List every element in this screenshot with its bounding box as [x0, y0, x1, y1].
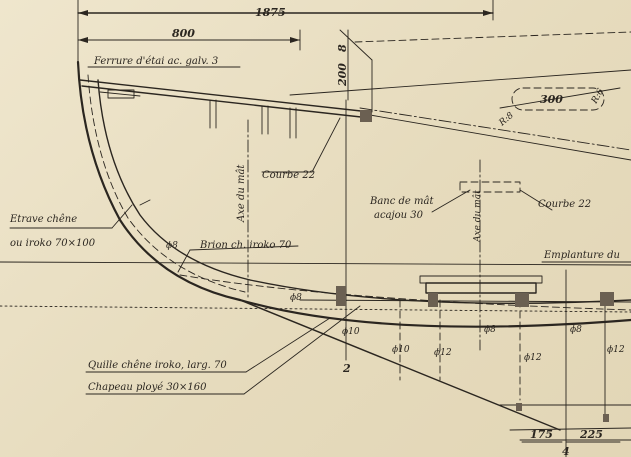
- dimension-200: 8 200: [336, 29, 373, 113]
- label-keel-cap: Chapeau ployé 30×160: [88, 382, 207, 393]
- dim-225-text: 225: [579, 428, 603, 441]
- dim-175-text: 175: [530, 428, 553, 441]
- label-phi8-stem: ϕ8: [166, 241, 178, 251]
- label-knee-22-upper: Courbe 22: [262, 170, 315, 181]
- label-wale: Brion ch. iroko 70: [199, 240, 292, 251]
- slot-300: 300 R:8 R:6: [497, 87, 621, 129]
- stem: [76, 60, 251, 302]
- keel-lines: [179, 274, 631, 441]
- dimension-1875: 1875: [77, 0, 494, 63]
- stations: [247, 99, 606, 457]
- dim-800-text: 800: [172, 27, 195, 40]
- label-keel: Quille chêne iroko, larg. 70: [88, 360, 227, 371]
- bottom-dimensions: 175 225: [521, 428, 621, 443]
- label-phi12-b: ϕ12: [524, 353, 542, 363]
- label-phi12-a: ϕ12: [434, 348, 452, 358]
- dim-200-text: 200: [336, 63, 349, 87]
- label-mast-thwart: Banc de mât: [369, 196, 434, 207]
- label-phi10-a: ϕ10: [342, 327, 360, 337]
- deck-beam: [79, 79, 372, 139]
- knee-22: [261, 117, 341, 173]
- label-stem-line1: Etrave chêne: [9, 214, 77, 225]
- label-forestay-fitting: Ferrure d'étai ac. galv. 3: [93, 56, 218, 67]
- label-mast-step: Emplanture du: [543, 250, 620, 261]
- label-knee-22-right: Courbe 22: [538, 199, 591, 210]
- dim-8-text: 8: [336, 44, 349, 52]
- label-mast-axis-left: Axe du mât: [236, 164, 247, 223]
- label-station-4: 4: [562, 445, 570, 457]
- mast-thwart: [431, 181, 553, 213]
- leader-lines: [9, 204, 631, 395]
- label-phi8-a: ϕ8: [290, 293, 302, 303]
- label-phi8-b: ϕ8: [484, 325, 496, 335]
- label-mast-axis-right: Axe du mât: [472, 190, 483, 243]
- dimension-800: 800: [77, 27, 301, 51]
- reference-lines: [0, 261, 631, 313]
- label-phi8-c: ϕ8: [570, 325, 582, 335]
- radius-left-text: R:8: [497, 110, 516, 128]
- radius-right-text: R:6: [589, 87, 606, 107]
- label-mast-thwart-size: acajou 30: [374, 210, 424, 221]
- sheer-lines: [289, 31, 631, 161]
- label-stem-line2: ou iroko 70×100: [10, 238, 96, 249]
- label-station-2: 2: [342, 362, 351, 375]
- floor-blocks: [336, 275, 614, 422]
- label-phi10-b: ϕ10: [392, 345, 410, 355]
- dim-1875-text: 1875: [255, 6, 286, 19]
- dim-300-text: 300: [540, 93, 563, 106]
- label-phi12-c: ϕ12: [607, 345, 625, 355]
